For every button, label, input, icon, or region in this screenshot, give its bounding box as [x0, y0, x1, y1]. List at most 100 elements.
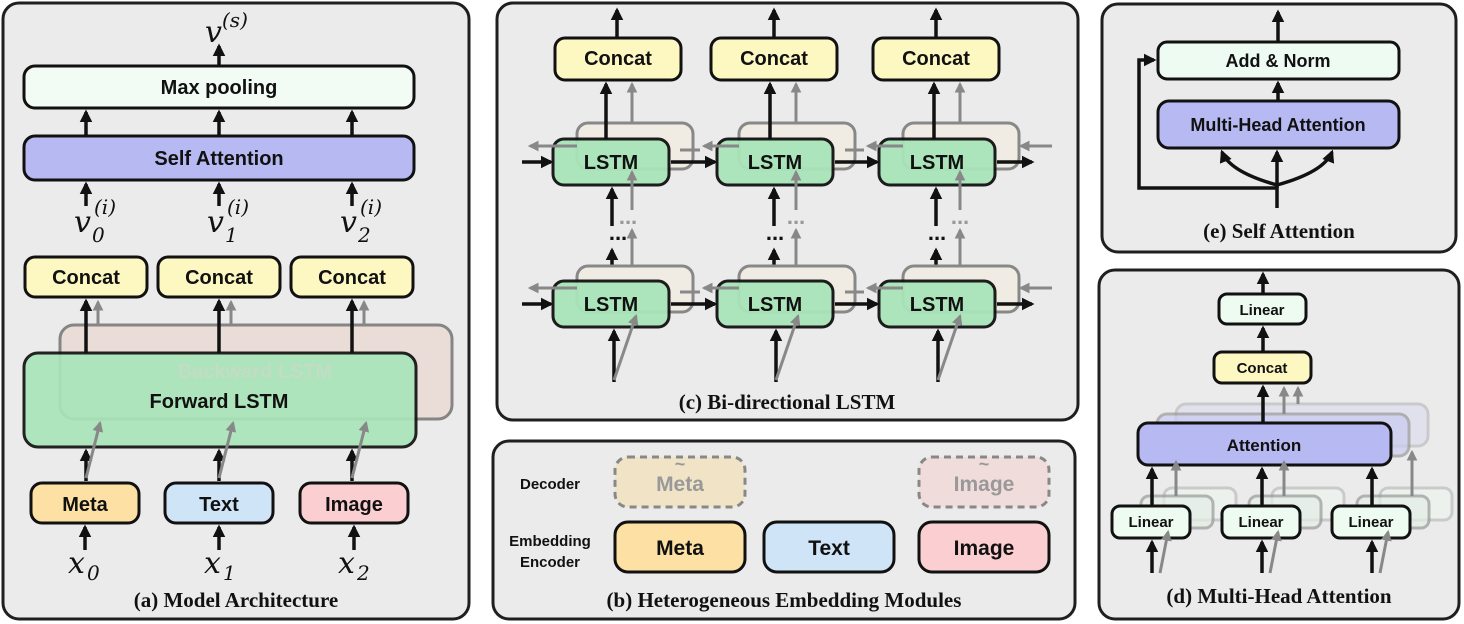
residual-connection-arrow [1137, 53, 1279, 208]
v1-superscript: (i) [227, 195, 249, 219]
arrow-qkv-right [1276, 149, 1335, 187]
encoder-image-box [917, 520, 1051, 574]
self-attention-label: Self Attention [154, 148, 283, 170]
concat-label-2: Concat [318, 267, 386, 289]
bilstm-concat-label-1: Concat [740, 48, 808, 70]
concat-label-1: Concat [185, 267, 253, 289]
arrow-input-linear1-gray [1268, 529, 1282, 574]
bilstm-column-1: Concat LSTM ... ... LSTM [671, 7, 864, 382]
arrow-c2-input-gray [936, 313, 963, 381]
output-linear-box [1217, 292, 1308, 326]
mha-concat-label: Concat [1237, 360, 1288, 377]
x1-label: x 1 [204, 546, 236, 585]
x2-label: x 2 [338, 546, 370, 585]
bilstm-column-2: Concat LSTM ... ... LSTM [835, 7, 1052, 382]
panel-model-architecture: v (s) Max pooling Self Attention v 0 (i)… [1, 1, 471, 621]
bilstm-lstm-label-top-2: LSTM [910, 152, 964, 174]
panel-heterogeneous-embedding: Decoder Embedding Encoder ~ Meta ~ Image… [491, 439, 1077, 621]
x0-symbol: x [68, 546, 85, 581]
bilstm-dots-2: ... [928, 220, 946, 245]
add-norm-box [1156, 40, 1401, 81]
panel-self-attention: Add & Norm Multi-Head Attention (e) Self… [1100, 2, 1458, 254]
decoder-label: Decoder [520, 476, 580, 493]
multi-head-attention-box [1156, 99, 1401, 150]
bilstm-dots-0: ... [609, 220, 627, 245]
v0-label: v 0 (i) [74, 195, 116, 247]
add-norm-label: Add & Norm [1226, 51, 1331, 71]
linear-label-2: Linear [1348, 514, 1393, 531]
v2-subscript: 2 [357, 223, 371, 247]
v1-symbol: v [207, 205, 224, 240]
x0-subscript: 0 [87, 561, 100, 585]
linear-label-1: Linear [1238, 514, 1283, 531]
input-image-box [298, 481, 410, 525]
v2-symbol: v [340, 205, 357, 240]
x1-subscript: 1 [223, 561, 236, 585]
v0-superscript: (i) [94, 195, 116, 219]
arrow-text-to-bwd [217, 420, 237, 479]
panel-bidirectional-lstm: Concat LSTM ... ... LSTM [495, 1, 1080, 422]
encoder-meta-box [613, 520, 747, 574]
arrow-c0-input-gray [612, 313, 639, 381]
bilstm-lstm-label-bottom-1: LSTM [748, 294, 802, 316]
caption-heterogeneous-embedding: (b) Heterogeneous Embedding Modules [607, 588, 962, 612]
attention-box [1136, 421, 1393, 467]
panel-multi-head-attention: Linear Concat Attention Linear Linear L [1097, 268, 1461, 621]
concat-box-0 [23, 255, 149, 299]
arrow-qkv-left [1219, 149, 1278, 187]
bilstm-dots-1: ... [766, 220, 784, 245]
decoder-image-tilde: ~ [979, 454, 990, 474]
bilstm-lstm-label-bottom-0: LSTM [584, 294, 638, 316]
x2-symbol: x [338, 546, 355, 581]
arrow-input-linear2-gray [1378, 529, 1392, 574]
input-text-label: Text [199, 494, 239, 516]
backward-lstm-label: Backward LSTM [178, 361, 332, 383]
max-pooling-box [22, 64, 416, 110]
arrow-input-linear0-gray [1158, 529, 1172, 574]
v0-symbol: v [74, 205, 91, 240]
encoder-label: Encoder [520, 554, 580, 571]
multi-head-attention-label: Multi-Head Attention [1190, 115, 1365, 135]
v2-label: v 2 (i) [340, 195, 382, 247]
x1-symbol: x [204, 546, 221, 581]
encoder-text-label: Text [808, 537, 850, 560]
linear-label-0: Linear [1128, 514, 1173, 531]
caption-self-attention: (e) Self Attention [1203, 219, 1355, 243]
bilstm-concat-label-0: Concat [584, 48, 652, 70]
bilstm-concat-box-2 [871, 36, 1001, 82]
input-meta-label: Meta [62, 494, 108, 516]
v2-superscript: (i) [360, 195, 382, 219]
arrow-image-to-bwd [350, 420, 370, 479]
self-attention-box [22, 134, 416, 182]
v1-label: v 1 (i) [207, 195, 249, 247]
input-image-label: Image [325, 494, 383, 516]
max-pooling-label: Max pooling [161, 77, 278, 99]
caption-model-architecture: (a) Model Architecture [134, 588, 339, 612]
output-linear-label: Linear [1239, 302, 1284, 319]
arrow-meta-to-bwd [84, 420, 104, 479]
bilstm-lstm-label-bottom-2: LSTM [910, 294, 964, 316]
x0-label: x 0 [68, 546, 100, 585]
bilstm-dots-gray-2: ... [951, 204, 969, 229]
caption-bidirectional-lstm: (c) Bi-directional LSTM [679, 390, 896, 414]
input-meta-box [29, 481, 141, 525]
v1-subscript: 1 [225, 223, 238, 247]
caption-multi-head-attention: (d) Multi-Head Attention [1166, 584, 1391, 608]
concat-box-2 [289, 255, 415, 299]
output-v-superscript: (s) [222, 8, 248, 32]
mha-concat-box [1212, 350, 1313, 385]
concat-label-0: Concat [52, 267, 120, 289]
decoder-image-box [917, 455, 1051, 509]
concat-box-1 [156, 255, 282, 299]
attention-label: Attention [1227, 436, 1302, 455]
v0-subscript: 0 [92, 223, 105, 247]
encoder-text-box [762, 520, 896, 574]
forward-lstm-label: Forward LSTM [150, 391, 289, 413]
encoder-meta-label: Meta [656, 537, 704, 560]
input-text-box [163, 481, 275, 525]
decoder-meta-tilde: ~ [675, 454, 686, 474]
bilstm-concat-box-0 [553, 36, 683, 82]
decoder-meta-label: Meta [656, 473, 704, 496]
arrow-c1-input-gray [774, 313, 801, 381]
